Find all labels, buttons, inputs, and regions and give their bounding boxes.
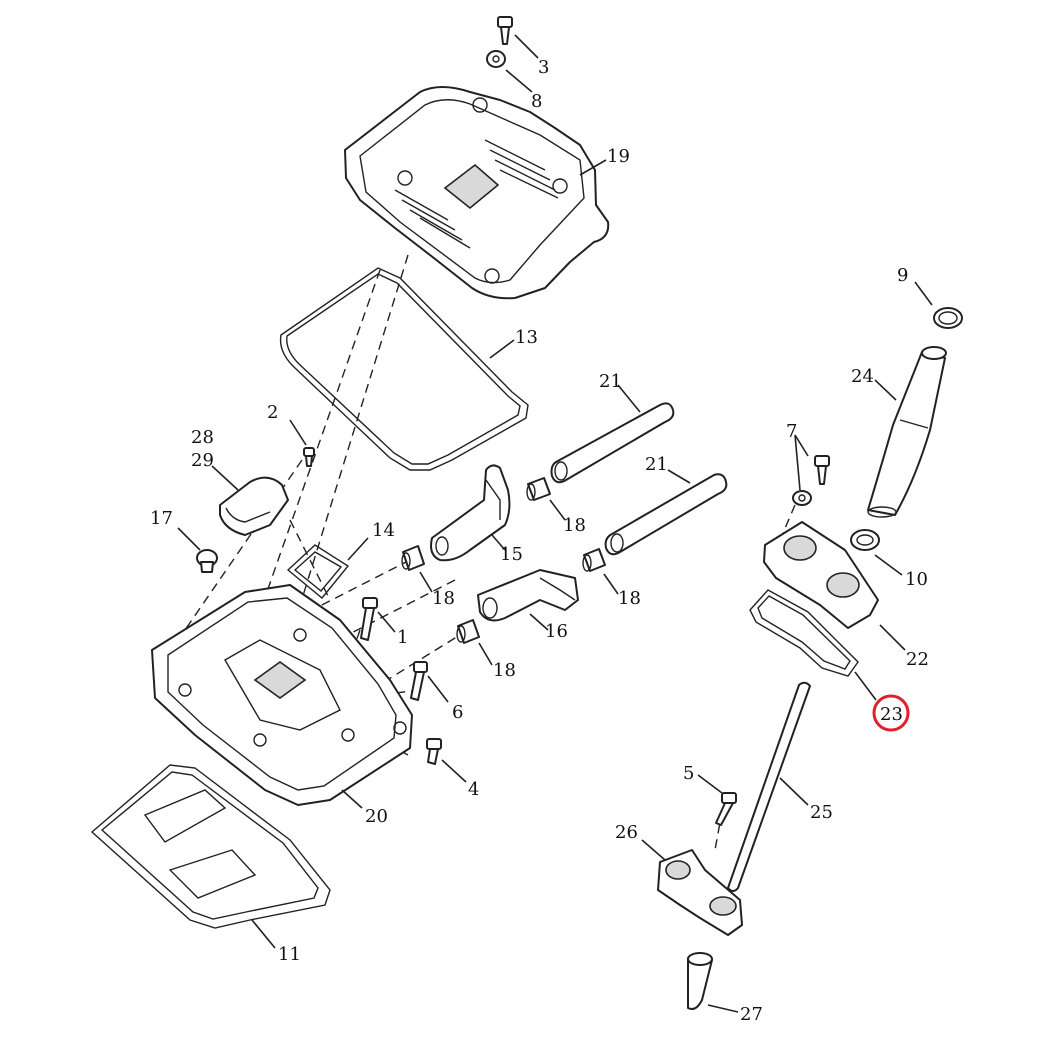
rocker-shaft-part-21-lower (604, 473, 728, 556)
rocker-cover-part-19 (344, 86, 610, 300)
leader-lines (177, 34, 933, 1013)
lifter-guide-part-26 (657, 849, 743, 936)
callout-18-b: 18 (432, 588, 455, 609)
plug-part-17 (196, 549, 218, 573)
gasket-part-13 (279, 267, 529, 471)
callout-7: 7 (786, 421, 797, 442)
screw-part-2 (303, 447, 315, 467)
callout-29: 29 (191, 450, 214, 471)
callout-13: 13 (515, 327, 538, 348)
callout-27: 27 (740, 1004, 763, 1025)
pushrod-tube-part-24 (867, 346, 947, 518)
callout-9: 9 (897, 265, 908, 286)
gasket-part-23 (749, 589, 859, 677)
callout-8: 8 (531, 91, 542, 112)
callout-23: 23 (880, 704, 903, 725)
callout-22: 22 (906, 649, 929, 670)
callout-26: 26 (615, 822, 638, 843)
callout-16: 16 (545, 621, 568, 642)
bushing-part-18-b (401, 545, 425, 571)
bolt-part-4 (426, 738, 442, 765)
rocker-arm-part-15 (430, 464, 511, 562)
callout-18-a: 18 (563, 515, 586, 536)
bushing-part-18-c (582, 548, 606, 572)
pushrod-cover-base-part-22 (763, 521, 879, 629)
highlight-ring-23 (872, 694, 910, 732)
bolt-part-1 (360, 597, 378, 641)
bushing-part-18-d (456, 619, 480, 644)
bolt-part-7 (792, 455, 830, 506)
rocker-arm-part-16 (477, 569, 579, 622)
pushrod-part-25 (727, 681, 811, 892)
callout-4: 4 (468, 779, 479, 800)
callout-20: 20 (365, 806, 388, 827)
callout-3: 3 (538, 57, 549, 78)
callout-2: 2 (267, 402, 278, 423)
callout-11: 11 (278, 944, 301, 965)
gasket-part-14 (286, 544, 350, 599)
bolt-part-6 (410, 661, 428, 701)
callout-18-c: 18 (618, 588, 641, 609)
bushing-part-18-a (526, 477, 551, 501)
gasket-part-11 (90, 764, 331, 929)
callout-labels: 3 8 19 9 13 24 21 21 2 28 29 7 17 14 18 … (150, 57, 929, 1025)
callout-28: 28 (191, 427, 214, 448)
callout-19: 19 (607, 146, 630, 167)
rocker-housing-part-20 (151, 584, 413, 806)
callout-15: 15 (500, 544, 523, 565)
callout-21-upper: 21 (599, 371, 622, 392)
bolt-part-5 (715, 792, 737, 826)
callout-6: 6 (452, 702, 463, 723)
o-ring-part-9 (933, 307, 963, 329)
washer-part-8 (486, 50, 506, 68)
callout-24: 24 (851, 366, 874, 387)
callout-10: 10 (905, 569, 928, 590)
clip-part-10 (850, 529, 880, 551)
callout-21-lower: 21 (645, 454, 668, 475)
breather-cover-part-29 (219, 476, 289, 536)
callout-25: 25 (810, 802, 833, 823)
callout-14: 14 (372, 520, 395, 541)
callout-1: 1 (397, 627, 408, 648)
callout-5: 5 (683, 763, 694, 784)
rocker-shaft-part-21-upper (550, 402, 675, 484)
callout-18-d: 18 (493, 660, 516, 681)
callout-17: 17 (150, 508, 173, 529)
bolt-part-3 (497, 16, 513, 45)
lifter-part-27 (687, 952, 713, 1010)
